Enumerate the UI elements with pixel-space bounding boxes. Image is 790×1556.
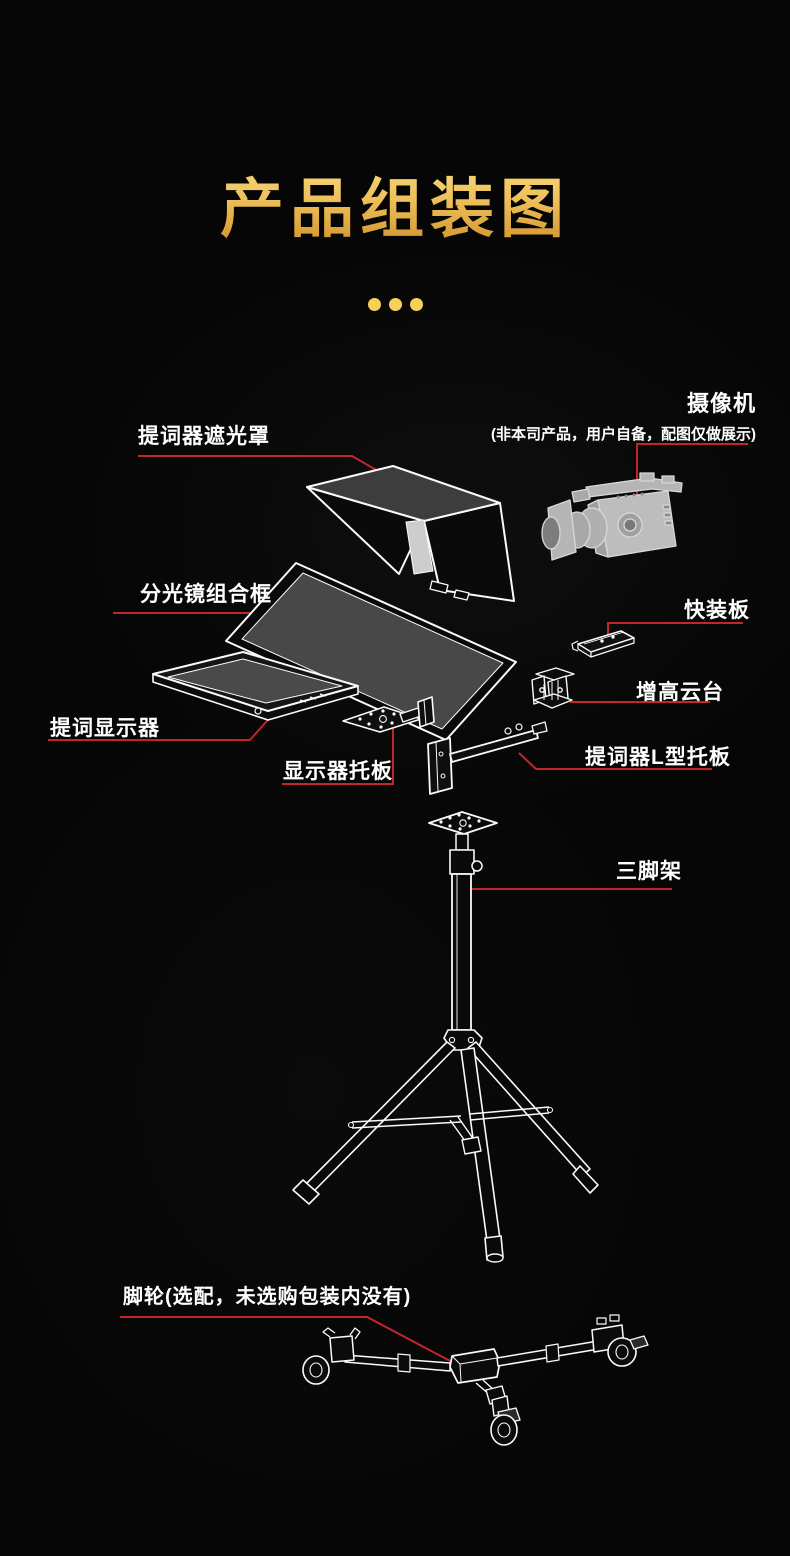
title-dots [0, 298, 790, 311]
hood-illustration [306, 465, 515, 602]
leader-l-bracket [518, 752, 712, 770]
tripod-illustration [292, 811, 599, 1263]
dot-icon [409, 298, 423, 311]
l-bracket-illustration [427, 721, 548, 795]
caster-dolly-illustration [302, 1314, 649, 1446]
riser-head-illustration [531, 667, 575, 709]
label-camera: 摄像机 (非本司产品，用户自备，配图仅做展示) [491, 386, 756, 444]
label-riser-head: 增高云台 [636, 681, 724, 704]
label-camera-title: 摄像机 [686, 391, 756, 416]
leader-monitor-tray [282, 724, 394, 785]
label-camera-note: (非本司产品，用户自备，配图仅做展示) [491, 426, 756, 443]
quick-plate-illustration [571, 630, 635, 658]
label-tripod: 三脚架 [616, 860, 682, 883]
label-casters: 脚轮(选配，未选购包装内没有) [123, 1286, 412, 1308]
label-l-bracket: 提词器L型托板 [585, 746, 731, 769]
dot-icon [388, 298, 402, 311]
camera-illustration [541, 472, 683, 561]
label-beam-splitter: 分光镜组合框 [140, 583, 272, 606]
label-monitor-tray: 显示器托板 [283, 760, 393, 783]
monitor-illustration [152, 651, 359, 721]
leader-hood [138, 455, 379, 472]
page-title: 产品组装图 [0, 158, 790, 250]
label-monitor: 提词显示器 [50, 717, 160, 740]
monitor-tray-illustration [342, 696, 435, 733]
label-quick-plate: 快装板 [684, 599, 750, 622]
label-hood: 提词器遮光罩 [138, 425, 270, 448]
leader-casters [120, 1316, 453, 1363]
dot-icon [367, 298, 381, 311]
